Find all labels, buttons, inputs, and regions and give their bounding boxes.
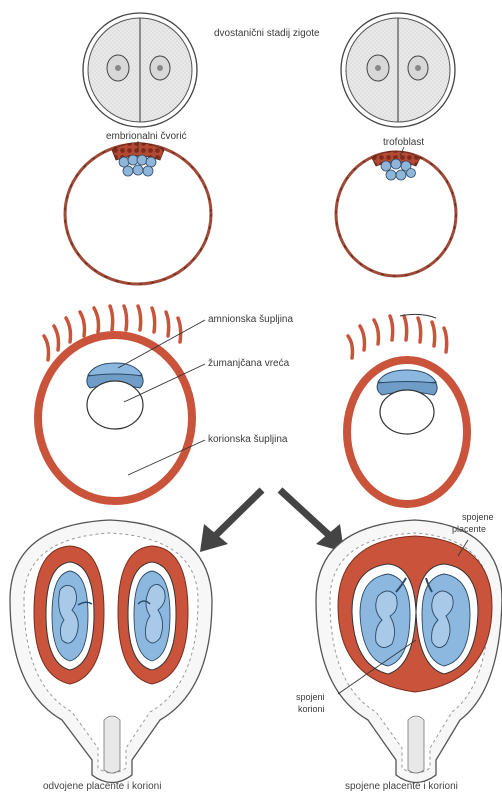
blastocyst-right [336, 151, 456, 276]
twin-left-1 [34, 546, 104, 684]
label-fused-placentas-2: placente [452, 524, 486, 534]
arrow-right [280, 490, 344, 552]
caption-left: odvojene placente i korioni [43, 781, 161, 792]
label-fused-chorions-2: korioni [298, 704, 325, 714]
twin-left-2 [118, 546, 188, 684]
label-fused-chorions-1: spojeni [296, 692, 325, 702]
caption-right: spojene placente i korioni [345, 781, 458, 792]
embryonic-node-cells-left [119, 155, 156, 176]
blastocyst-left [65, 143, 211, 285]
label-yolk-sac: žumanjčana vreća [208, 358, 290, 369]
zygote-left [83, 13, 197, 127]
label-chorionic-cavity: korionska šupljina [208, 434, 288, 445]
label-amniotic-cavity: amnionska šupljina [208, 314, 293, 325]
label-fused-placentas-1: spojene [462, 512, 494, 522]
zygote-right [341, 13, 455, 127]
chorionic-vesicle-right [347, 316, 467, 504]
arrow-left [200, 490, 262, 552]
fused-placenta [338, 536, 492, 692]
chorionic-vesicle-left [38, 306, 192, 501]
label-zygote-stage: dvostanični stadij zigote [214, 28, 320, 39]
label-trophoblast: trofoblast [383, 137, 424, 148]
label-embryonic-node: embrionalni čvorić [106, 131, 187, 142]
